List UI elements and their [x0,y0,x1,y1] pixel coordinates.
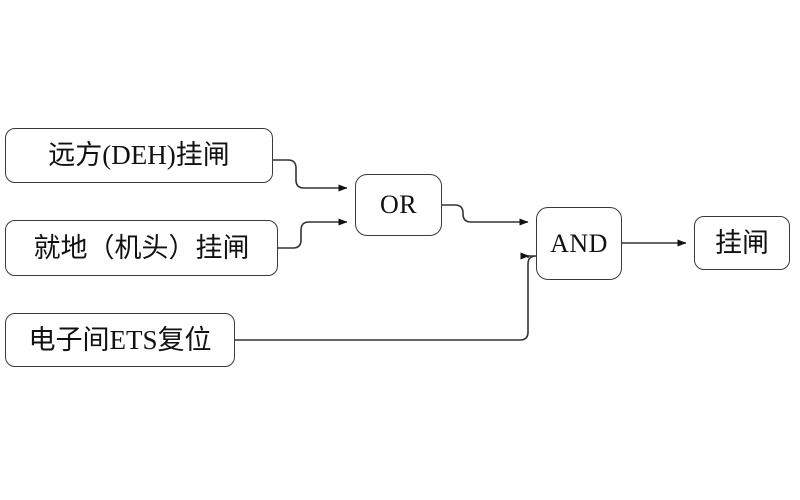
wire-or-to-and [442,204,529,226]
wire-ets-to-and [235,255,537,341]
wire-local-to-or [278,218,348,249]
and-gate-box[interactable]: AND [536,207,622,280]
input-box-local-machine-head[interactable]: 就地（机头）挂闸 [5,220,278,276]
output-box-result[interactable]: 挂闸 [694,216,790,270]
or-gate-label: OR [379,190,418,219]
or-gate-box[interactable]: OR [355,174,442,236]
input-box-remote-deh[interactable]: 远方(DEH)挂闸 [5,128,273,183]
wire-ets-to-and-arrow [520,252,530,260]
input-label-local-machine-head: 就地（机头）挂闸 [33,232,250,263]
input-label-ets-reset: 电子间ETS复位 [28,324,212,355]
input-label-remote-deh: 远方(DEH)挂闸 [48,140,230,170]
output-label-result: 挂闸 [715,227,769,258]
wire-remote-to-or [273,159,348,192]
and-gate-label: AND [550,228,608,258]
input-box-ets-reset[interactable]: 电子间ETS复位 [5,313,235,367]
